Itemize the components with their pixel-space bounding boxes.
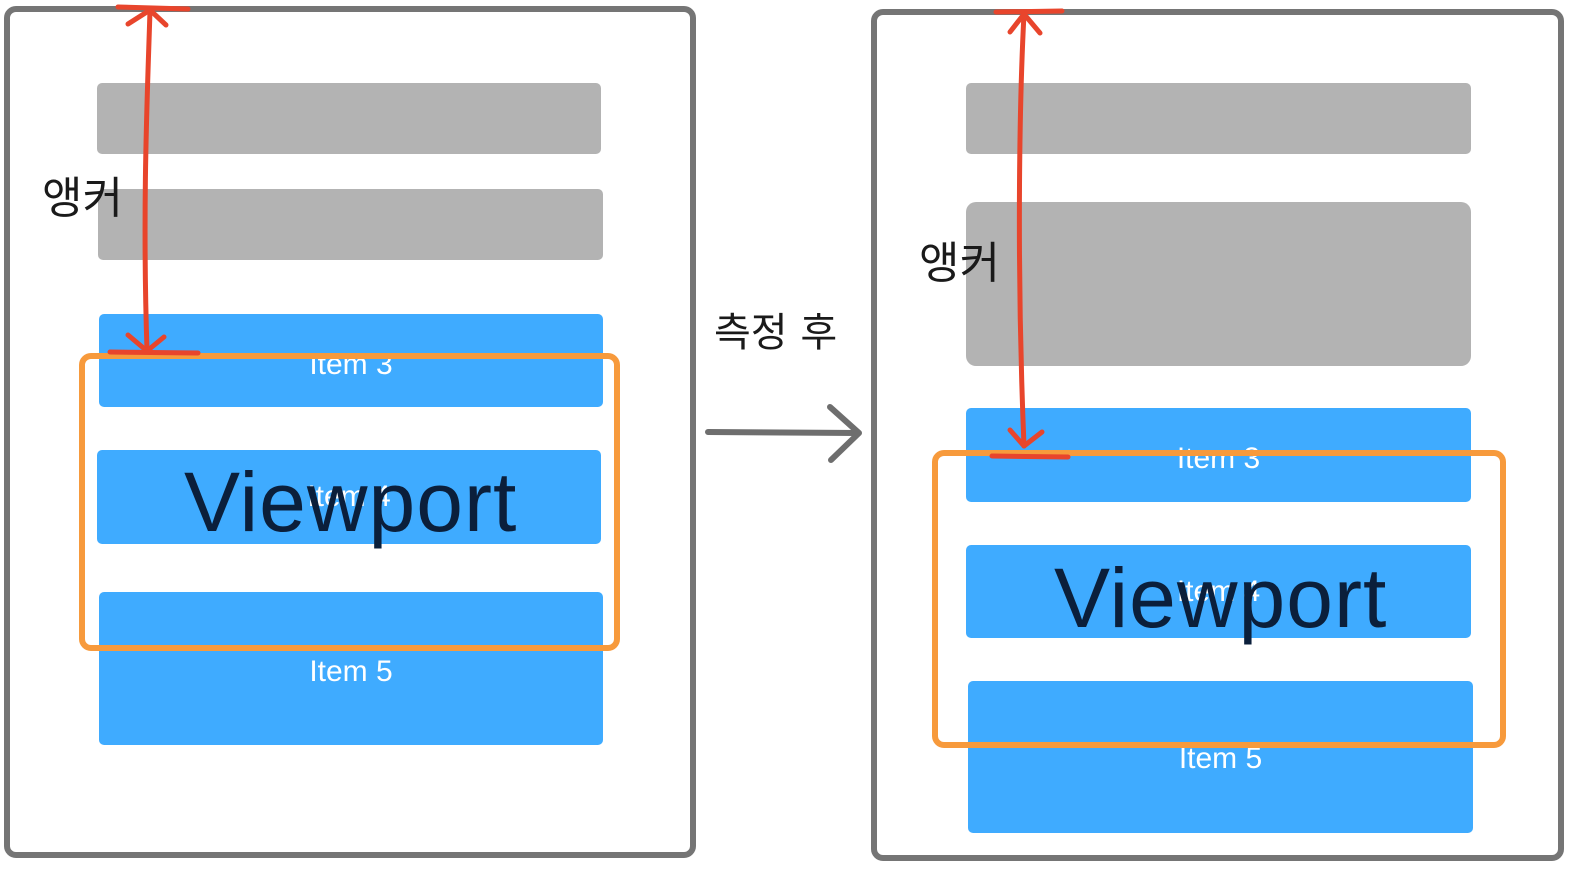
after-anchor-offset-arrow-icon (989, 8, 1071, 460)
before-item-4: Item 4 (97, 450, 601, 544)
transition-arrow-icon (705, 404, 862, 463)
after-item-5: Item 5 (968, 681, 1473, 833)
before-item-5: Item 5 (99, 592, 603, 745)
after-viewport-frame (932, 450, 1506, 748)
before-anchor-offset-arrow-icon (107, 4, 201, 356)
before-anchor-label: 앵커 (42, 173, 123, 224)
before-item-5-label: Item 5 (309, 654, 393, 688)
before-placeholder-item-1 (97, 83, 601, 154)
after-placeholder-item-1 (966, 83, 1471, 154)
after-item-4: Item 4 (966, 545, 1471, 638)
step-label: 측정 후 (714, 310, 838, 356)
before-item-4-label: Item 4 (307, 480, 391, 513)
after-anchor-label: 앵커 (919, 238, 1000, 289)
after-item-3-label: Item 3 (1176, 442, 1261, 475)
after-item-4-label: Item 4 (1176, 574, 1261, 608)
after-placeholder-item-2 (966, 202, 1471, 366)
before-viewport-label: Viewport (184, 455, 518, 549)
before-placeholder-item-2 (98, 189, 603, 260)
before-viewport-frame (79, 353, 620, 651)
after-viewport-label: Viewport (1054, 551, 1388, 645)
